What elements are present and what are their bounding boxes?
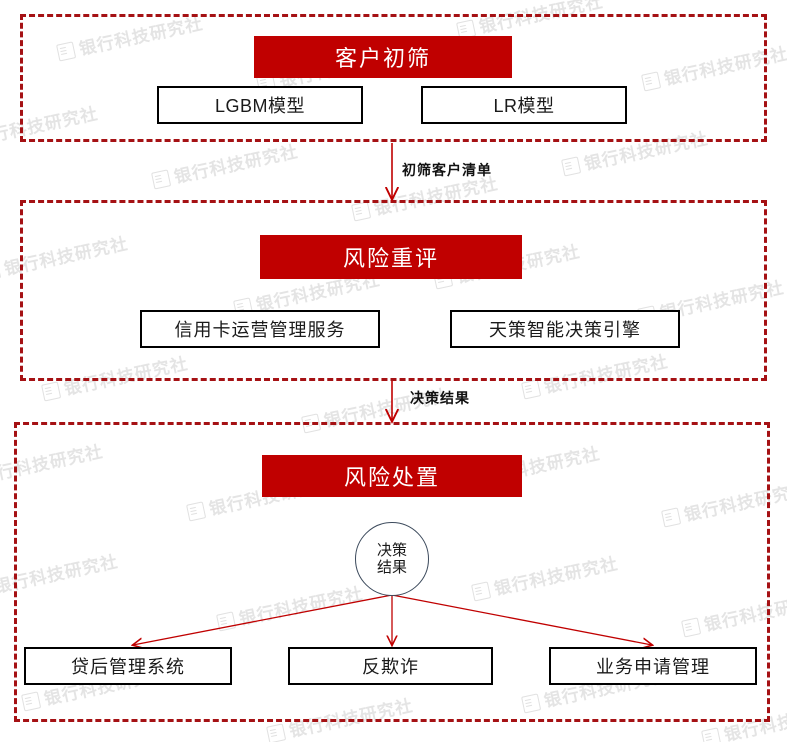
node-label: 业务申请管理 [596, 657, 710, 677]
stage-2-banner-label: 风险重评 [342, 246, 439, 271]
watermark-text: 银行科技研究社 [172, 142, 300, 188]
connector-label-1: 初筛客户清单 [402, 162, 492, 178]
stage-3-banner-label: 风险处置 [343, 465, 440, 490]
node-label: LGBM模型 [214, 96, 305, 116]
stage-2-banner: 风险重评 [260, 235, 522, 279]
watermark-logo-icon [41, 381, 62, 402]
watermark-logo-icon [0, 261, 2, 282]
watermark-logo-icon [701, 727, 722, 742]
node-tiance-engine[interactable]: 天策智能决策引擎 [450, 310, 680, 348]
decision-node[interactable]: 决策 结果 [355, 522, 429, 596]
stage-1-banner: 客户初筛 [254, 36, 512, 78]
stage-1-banner-label: 客户初筛 [334, 46, 431, 71]
connector-label-2: 决策结果 [410, 390, 470, 406]
watermark-logo-icon [521, 379, 542, 400]
stage-container-2 [20, 200, 767, 381]
node-label: LR模型 [493, 96, 555, 116]
stage-3-banner: 风险处置 [262, 455, 522, 497]
decision-label-line2: 结果 [376, 559, 407, 576]
node-label: 信用卡运营管理服务 [174, 320, 346, 340]
node-label: 贷后管理系统 [71, 657, 185, 677]
stage-container-1 [20, 14, 767, 142]
stage-container-3 [14, 422, 770, 722]
watermark-logo-icon [151, 169, 172, 190]
node-post-loan-management[interactable]: 贷后管理系统 [24, 647, 232, 685]
node-credit-card-ops[interactable]: 信用卡运营管理服务 [140, 310, 380, 348]
node-label: 反欺诈 [362, 657, 419, 677]
node-lgbm-model[interactable]: LGBM模型 [157, 86, 363, 124]
watermark-logo-icon [561, 156, 582, 177]
node-business-application-management[interactable]: 业务申请管理 [549, 647, 757, 685]
node-label: 天策智能决策引擎 [489, 320, 641, 340]
node-lr-model[interactable]: LR模型 [421, 86, 627, 124]
watermark-logo-icon [266, 723, 287, 742]
node-anti-fraud[interactable]: 反欺诈 [288, 647, 493, 685]
decision-label-line1: 决策 [376, 541, 407, 559]
